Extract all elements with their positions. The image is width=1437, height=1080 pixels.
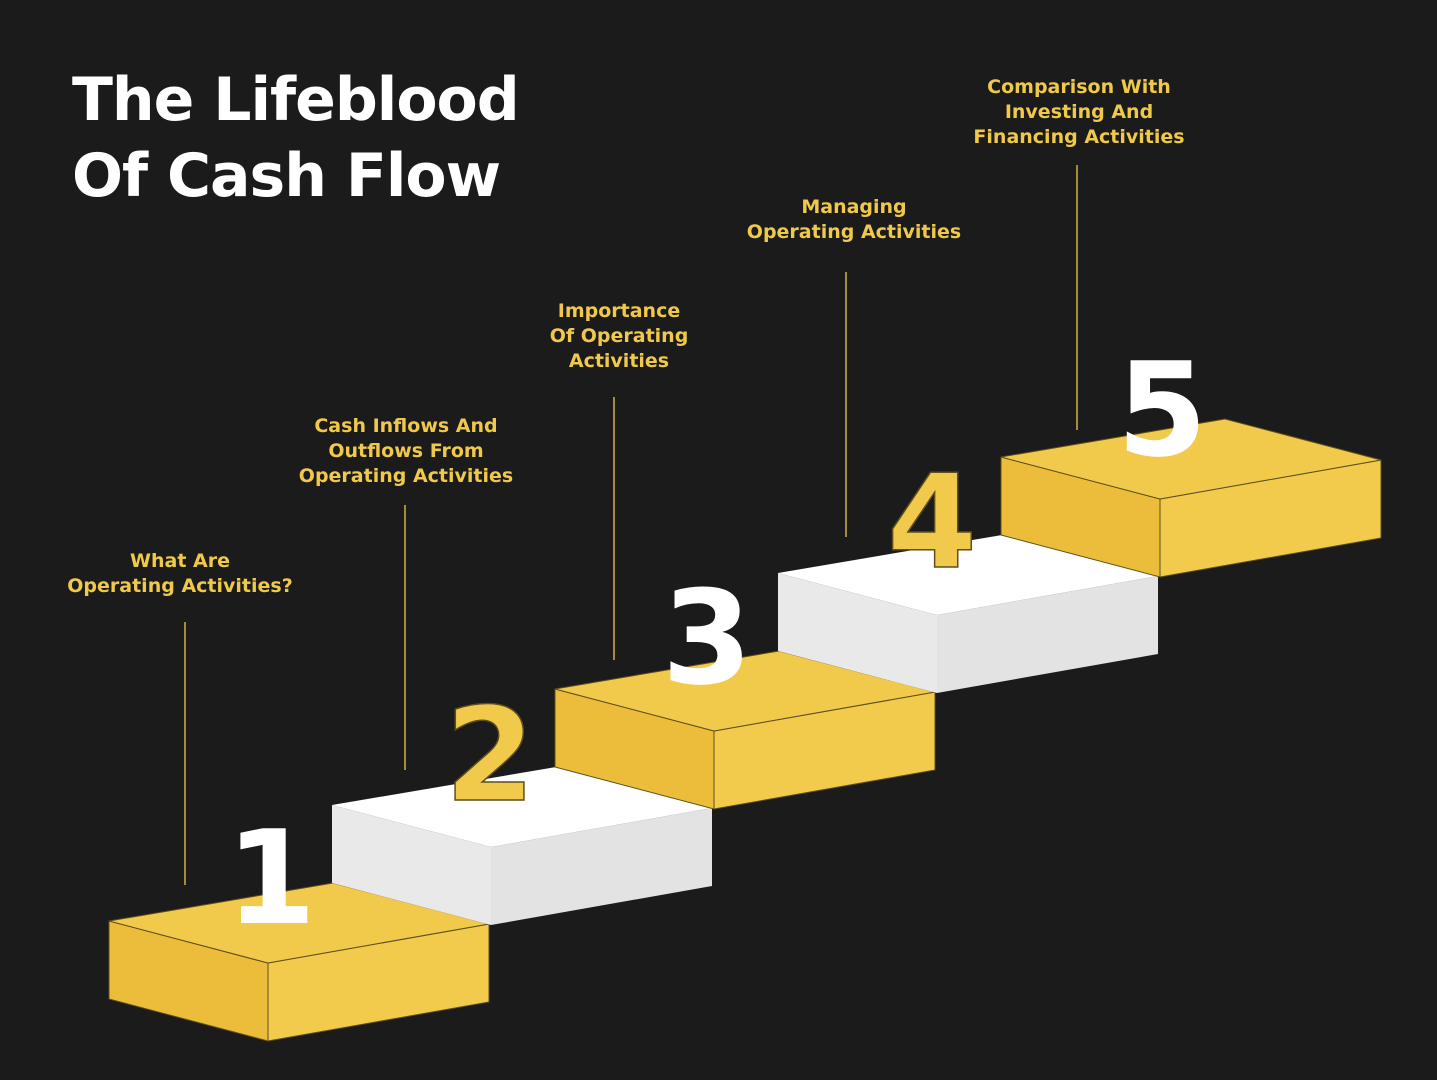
step-number-2: 2: [445, 679, 535, 831]
step-number-3: 3: [662, 562, 752, 714]
step-top-face: [778, 535, 1158, 615]
label-line: Operating Activities: [746, 221, 962, 243]
page-title: The Lifeblood Of Cash Flow: [72, 62, 520, 214]
label-line: Operating Activities: [298, 465, 514, 487]
title-line: The Lifeblood: [72, 65, 520, 135]
step-number-4: 4: [887, 446, 977, 598]
label-line: Of Operating: [549, 325, 689, 347]
step-left-face: [778, 573, 937, 693]
label-line: Comparison With: [987, 76, 1171, 98]
step-number-5: 5: [1117, 334, 1207, 486]
step-top-face: [332, 767, 712, 847]
step-4-label: Managing Operating Activities: [747, 195, 961, 245]
step-1-label: What Are Operating Activities?: [67, 549, 292, 599]
label-line: What Are: [130, 550, 230, 572]
label-line: Cash Inflows And: [314, 415, 498, 437]
step-2-label: Cash Inflows And Outflows From Operating…: [299, 414, 513, 489]
label-line: Outflows From: [328, 440, 484, 462]
label-line: Activities: [568, 350, 670, 372]
label-line: Financing Activities: [973, 126, 1185, 148]
title-line: Of Cash Flow: [72, 141, 501, 211]
step-5-label: Comparison With Investing And Financing …: [973, 75, 1184, 150]
label-line: Importance: [557, 300, 681, 322]
step-3-label: Importance Of Operating Activities: [550, 299, 689, 374]
label-line: Managing: [801, 196, 907, 218]
label-line: Investing And: [1004, 101, 1154, 123]
label-line: Operating Activities?: [67, 575, 293, 597]
step-top-face: [1000, 418, 1382, 500]
step-number-1: 1: [226, 802, 316, 954]
step-left-face: [332, 805, 491, 925]
